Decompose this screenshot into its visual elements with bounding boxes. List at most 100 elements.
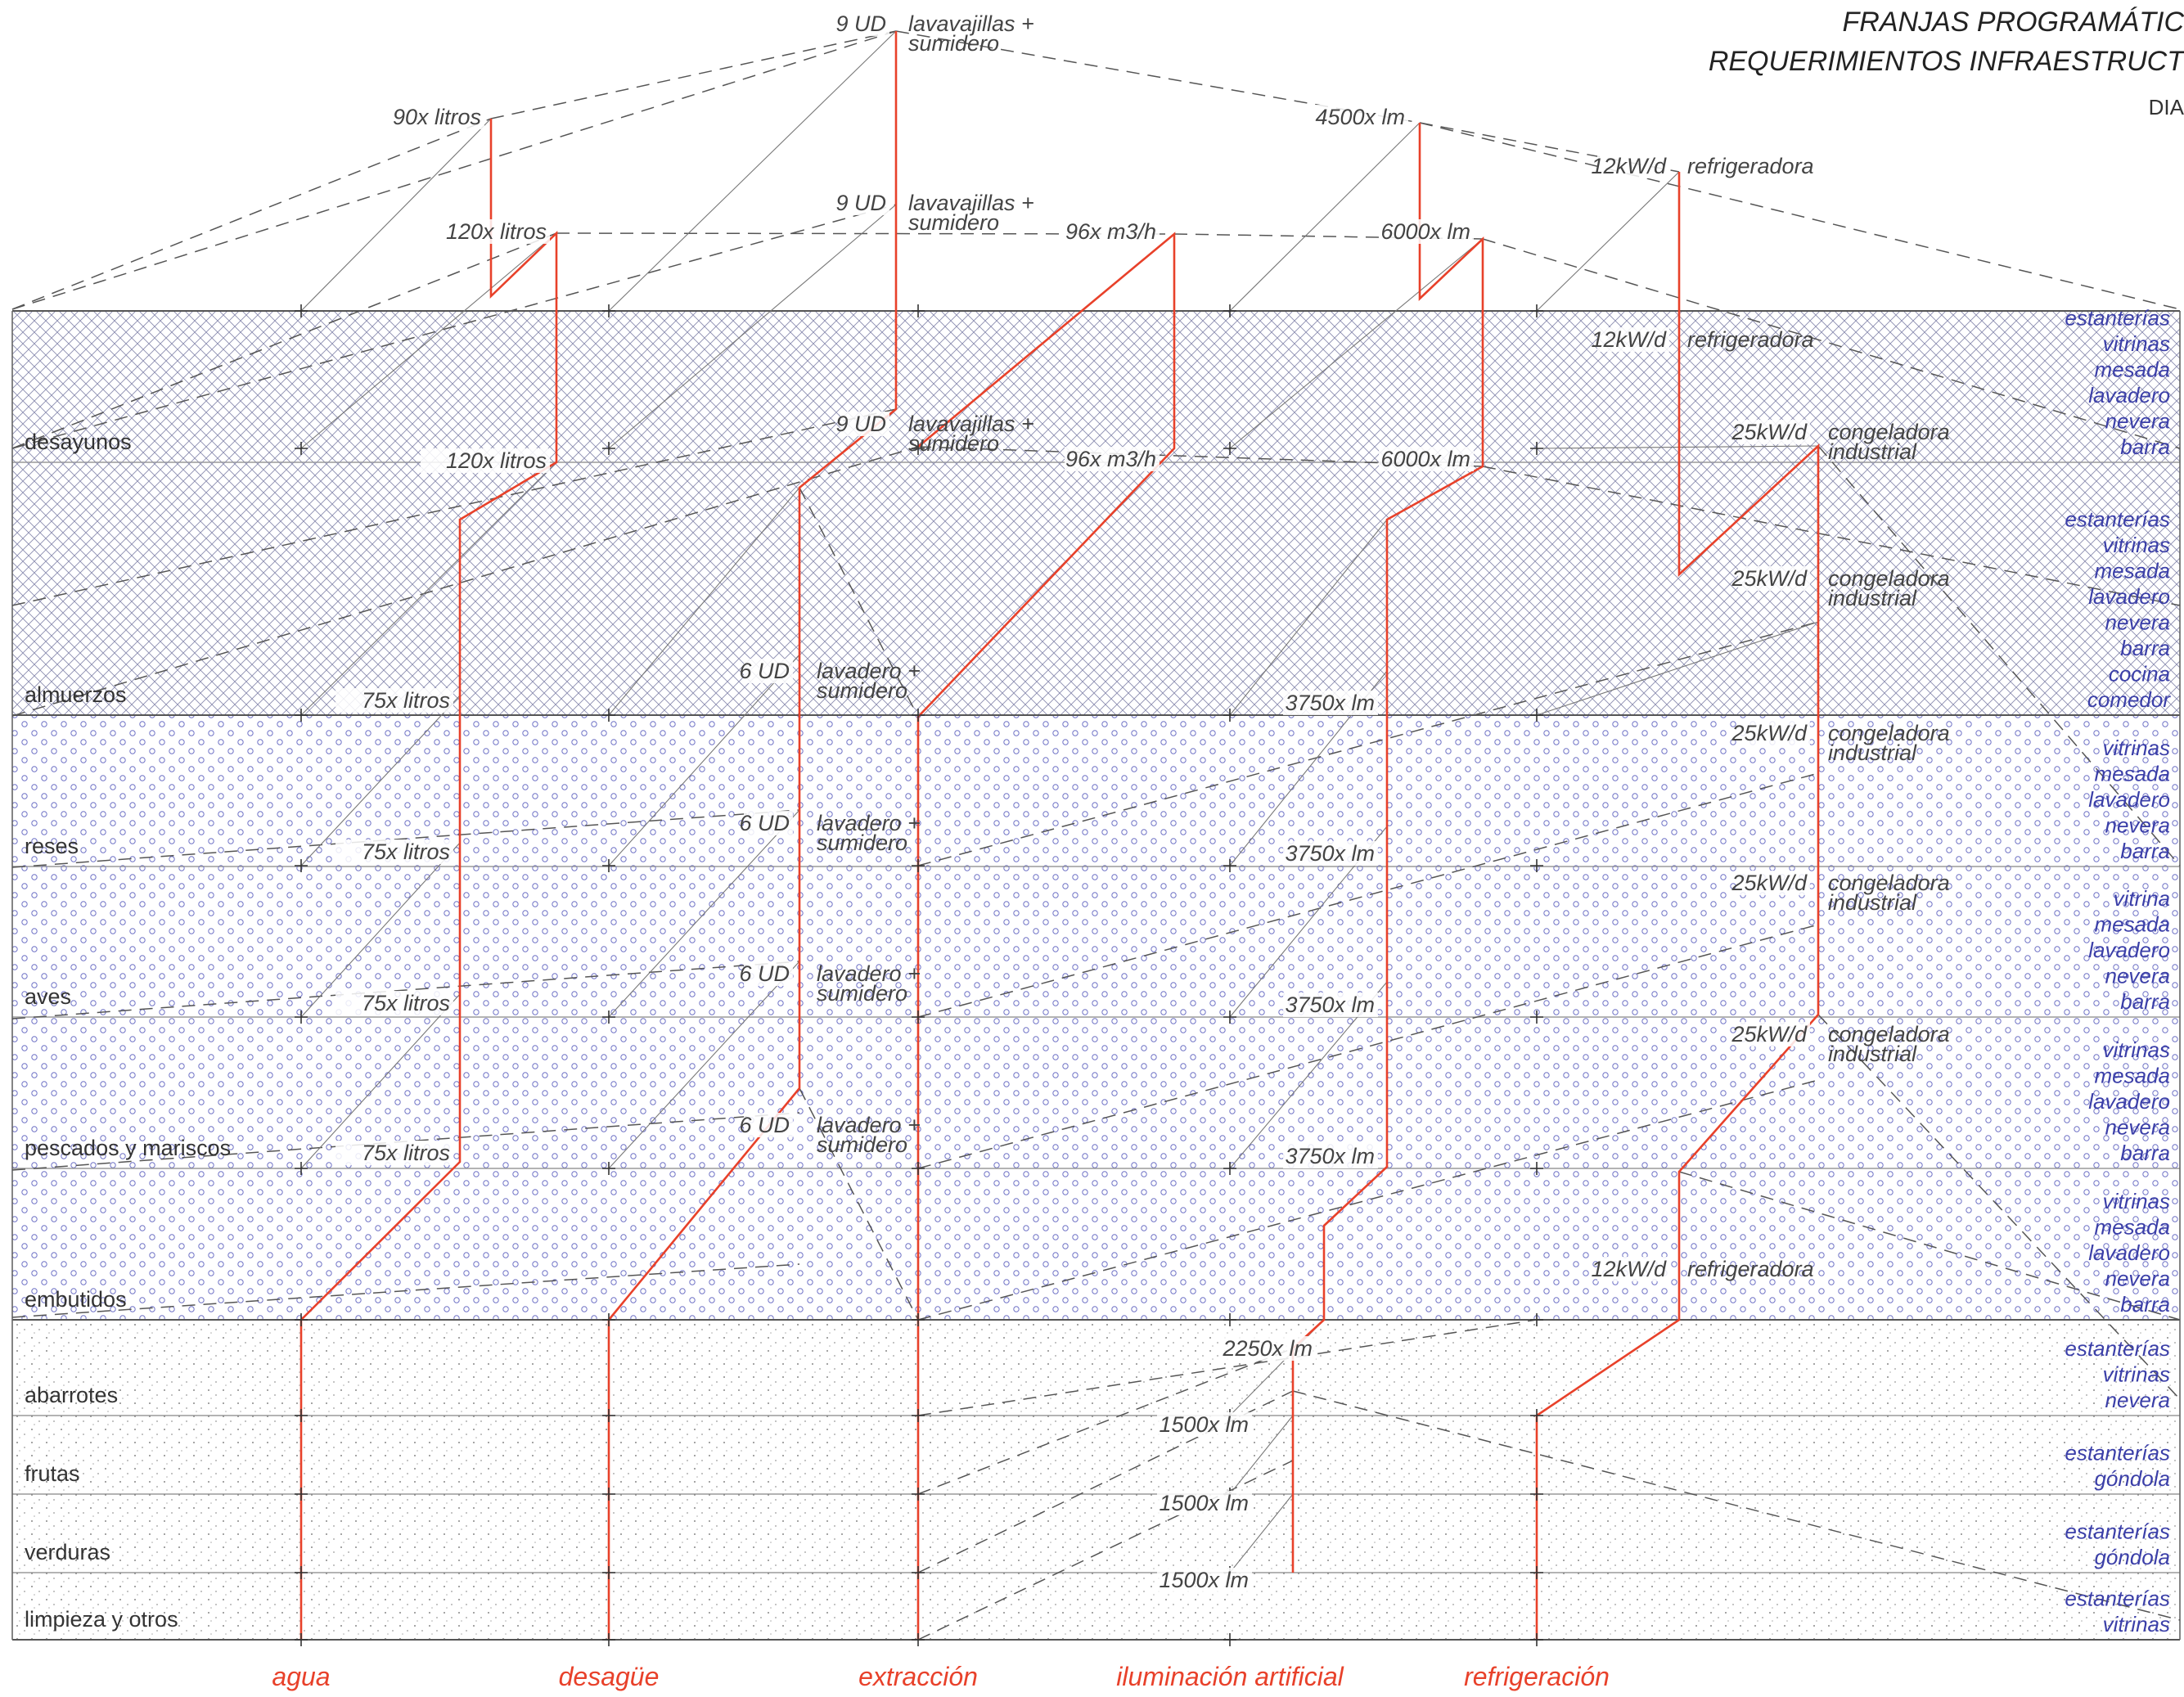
junction-cross: [295, 442, 308, 455]
equipment-item: góndola: [2094, 1545, 2170, 1569]
iluminacion-requirement: 1500x lm: [1159, 1491, 1249, 1515]
agua-requirement: 90x litros: [393, 105, 481, 129]
equipment-item: góndola: [2094, 1466, 2170, 1491]
band-label-pescados: pescados y mariscos: [25, 1136, 231, 1160]
system-label-agua: agua: [272, 1662, 330, 1691]
iluminacion-requirement: 3750x lm: [1285, 841, 1375, 866]
riser-extraccion: [916, 232, 1176, 1640]
label-bg: [840, 412, 889, 436]
junction-cross: [912, 1162, 925, 1175]
junction-crosses: [295, 304, 1543, 1646]
thin-guide: [300, 232, 557, 449]
junction-cross: [912, 709, 925, 722]
junction-cross: [1530, 304, 1543, 317]
equipment-item: nevera: [2105, 1267, 2171, 1291]
band-label-reses: reses: [25, 834, 79, 858]
label-bg: [1157, 1568, 1252, 1592]
junction-cross: [912, 1488, 925, 1501]
junction-cross: [1223, 442, 1236, 455]
equipment-item: estanterías: [2065, 1519, 2170, 1544]
label-bg: [335, 688, 453, 713]
system-label-desague: desagüe: [559, 1662, 660, 1691]
equipment-item: lavadero: [2088, 787, 2170, 812]
junction-cross: [602, 1162, 615, 1175]
iluminacion-requirement: 6000x lm: [1380, 447, 1470, 471]
desague-requirement: 9 UD: [835, 191, 886, 215]
thin-guide: [1229, 1319, 1325, 1416]
agua-requirement: 75x litros: [362, 688, 450, 713]
equipment-item: lavadero: [2088, 383, 2170, 407]
dashed-guide: [917, 621, 1819, 867]
dashed-guide: [1292, 1390, 2181, 1621]
riser-refrigeracion: [1535, 172, 1820, 1640]
system-label-iluminacion: iluminación artificial: [1116, 1662, 1344, 1691]
band-label-desayunos: desayunos: [25, 430, 132, 454]
label-bg: [1597, 1257, 1669, 1281]
junction-cross: [1223, 1633, 1236, 1646]
equipment-item: nevera: [2105, 409, 2171, 434]
junction-cross: [1223, 304, 1236, 317]
junction-cross: [1223, 709, 1236, 722]
refrigeracion-requirement: 12kW/d: [1591, 154, 1667, 178]
iluminacion-requirement: 1500x lm: [1159, 1412, 1249, 1437]
iluminacion-requirement: 1500x lm: [1159, 1568, 1249, 1592]
thin-guide: [608, 30, 897, 312]
equipment-item: vitrina: [2114, 886, 2170, 911]
thin-guide: [1536, 171, 1680, 312]
label-bg: [840, 11, 889, 36]
equipment-item: vitrinas: [2103, 1189, 2170, 1213]
thin-guide: [300, 842, 461, 1018]
label-bg: [1379, 219, 1474, 244]
desague-detail: lavavajillas +: [908, 191, 1034, 215]
dashed-guide: [1817, 1014, 2181, 1400]
refrigeracion-requirement: 12kW/d: [1591, 1257, 1667, 1281]
label-bg: [1283, 841, 1378, 866]
dashed-guide: [1482, 466, 2181, 606]
equipment-item: lavadero: [2088, 1240, 2170, 1265]
refrigeracion-detail: refrigeradora: [1687, 1257, 1814, 1281]
thin-guide: [608, 961, 800, 1169]
junction-cross: [602, 1313, 615, 1326]
label-bg: [1597, 154, 1669, 178]
junction-cross: [295, 859, 308, 872]
equipment-item: vitrinas: [2103, 533, 2170, 557]
thin-guide: [608, 487, 800, 716]
desague-detail: sumidero: [817, 981, 907, 1006]
equipment-item: vitrinas: [2103, 1362, 2170, 1387]
refrigeracion-detail: industrial: [1828, 439, 1917, 464]
junction-cross: [1530, 1488, 1543, 1501]
agua-requirement: 75x litros: [362, 839, 450, 864]
junction-cross: [912, 1633, 925, 1646]
thin-guide: [1536, 621, 1819, 716]
desague-detail: sumidero: [817, 678, 907, 703]
thin-guide: [608, 809, 800, 1018]
equipment-item: vitrinas: [2103, 1038, 2170, 1062]
junction-cross: [912, 1313, 925, 1326]
junction-cross: [602, 1011, 615, 1024]
equipment-item: mesada: [2095, 912, 2171, 937]
equipment-item: estanterías: [2065, 306, 2170, 331]
refrigeracion-detail: industrial: [1828, 586, 1917, 610]
dashed-guide: [490, 30, 897, 119]
equipment-item: barra: [2120, 989, 2170, 1014]
riser-agua: [299, 119, 558, 1640]
agua-requirement: 75x litros: [362, 1141, 450, 1165]
label-bg: [1283, 691, 1378, 715]
label-bg: [1157, 1412, 1252, 1437]
dashed-guide: [1419, 122, 2181, 310]
label-bg: [840, 191, 889, 215]
dashed-guide: [11, 1263, 800, 1318]
label-bg: [1597, 327, 1669, 352]
program-bands: [11, 310, 2181, 1641]
label-bg: [1738, 566, 1810, 591]
thin-guide: [1536, 445, 1819, 449]
junction-cross: [295, 1409, 308, 1422]
label-bg: [1738, 420, 1810, 444]
junction-cross: [602, 1488, 615, 1501]
thin-guide: [608, 204, 897, 449]
dashed-guide: [11, 232, 557, 449]
desague-detail: lavadero +: [817, 1113, 921, 1137]
